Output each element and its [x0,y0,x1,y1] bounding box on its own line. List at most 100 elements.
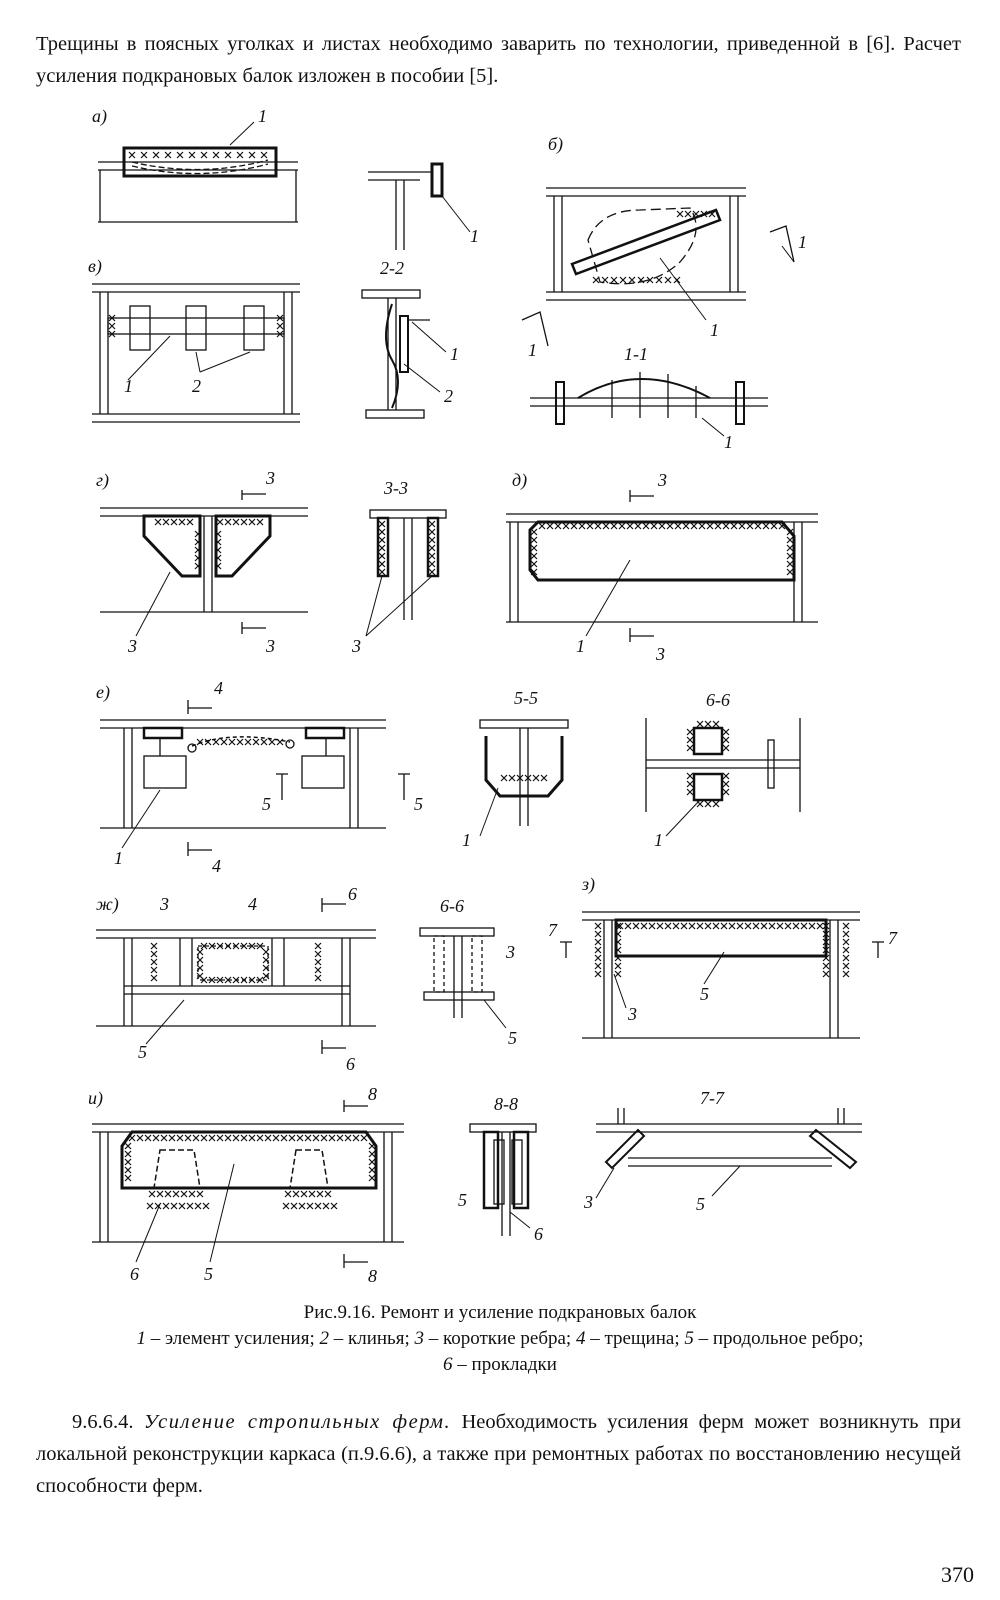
weld-cross [236,151,244,159]
weld-cross [240,976,248,984]
weld-cross [592,276,600,284]
weld-cross [674,522,682,530]
mark: 3 [159,894,169,914]
weld-cross [312,1134,320,1142]
weld-cross [822,962,830,970]
weld-cross [216,1134,224,1142]
weld-cross [178,1202,186,1210]
legend-num: 6 [443,1354,453,1375]
weld-cross [722,744,730,752]
weld-cross [786,552,794,560]
weld-cross [150,966,158,974]
weld-cross [260,151,268,159]
figure-caption-legend-2: 6 – прокладки [30,1352,970,1378]
mark: 3 [505,942,515,962]
weld-cross [704,800,712,808]
weld-cross [648,922,656,930]
weld-cross [224,1134,232,1142]
weld-cross [770,522,778,530]
weld-cross [378,544,386,552]
panel-i-section-7: 7-7 3 5 [583,1088,862,1214]
weld-cross [602,522,610,530]
mark: 3 [265,636,275,656]
section-label: 6-6 [706,690,730,710]
weld-cross [792,922,800,930]
weld-cross [192,1134,200,1142]
weld-cross [378,552,386,560]
weld-cross [786,544,794,552]
mark: 1 [124,376,133,396]
weld-cross [150,958,158,966]
weld-cross [673,276,681,284]
panel-e-section-5: 6-6 1 [645,690,801,850]
weld-cross [682,522,690,530]
weld-cross [200,1134,208,1142]
weld-cross [150,950,158,958]
weld-cross [252,738,260,746]
weld-cross [680,922,688,930]
weld-cross [686,744,694,752]
weld-cross [306,1202,314,1210]
mark: 6 [534,1224,543,1244]
weld-cross [260,738,268,746]
weld-cross [722,780,730,788]
weld-cross [530,536,538,544]
mark: 3 [627,1004,637,1024]
weld-cross [178,518,186,526]
weld-cross [706,522,714,530]
weld-cross [268,738,276,746]
mark: 1 [258,106,267,126]
weld-cross [808,922,816,930]
mark: 1 [462,830,471,850]
mark: 2 [192,376,201,396]
mark: 1 [528,340,537,360]
weld-cross [586,522,594,530]
mark: 3 [265,468,275,488]
weld-cross [696,800,704,808]
weld-cross [610,522,618,530]
weld-cross [730,522,738,530]
weld-cross [240,1134,248,1142]
weld-cross [168,1134,176,1142]
weld-cross [216,518,224,526]
weld-cross [162,518,170,526]
weld-cross [610,276,618,284]
weld-cross [842,954,850,962]
weld-cross [538,522,546,530]
weld-cross [154,518,162,526]
weld-cross [532,774,540,782]
weld-cross [290,1202,298,1210]
weld-cross [256,1134,264,1142]
weld-cross [324,1190,332,1198]
bottom-paragraph: 9.6.6.4. Усиление стропильных ферм. Необ… [36,1406,961,1502]
mark: 5 [262,794,271,814]
weld-cross [594,946,602,954]
mark: 5 [138,1042,147,1062]
weld-cross [196,1190,204,1198]
panel-a: а) 1 [92,106,298,223]
mark: 1 [450,344,459,364]
weld-cross [136,1134,144,1142]
legend-num: 4 [575,1328,586,1349]
weld-cross [736,922,744,930]
weld-cross [330,1202,338,1210]
mark: 4 [214,678,223,698]
weld-cross [428,528,436,536]
weld-cross [508,774,516,782]
mark: 1 [654,830,663,850]
weld-cross [704,922,712,930]
weld-cross [546,522,554,530]
weld-cross [656,922,664,930]
weld-cross [314,942,322,950]
weld-cross [276,322,284,330]
legend-num: 5 [684,1328,694,1349]
mark: 3 [127,636,137,656]
weld-cross [176,151,184,159]
weld-cross [180,1190,188,1198]
panel-label: в) [88,256,102,277]
panel-label: и) [88,1088,103,1109]
section-label: 7-7 [700,1088,725,1108]
weld-cross [786,568,794,576]
weld-cross [108,322,116,330]
weld-cross [578,522,586,530]
